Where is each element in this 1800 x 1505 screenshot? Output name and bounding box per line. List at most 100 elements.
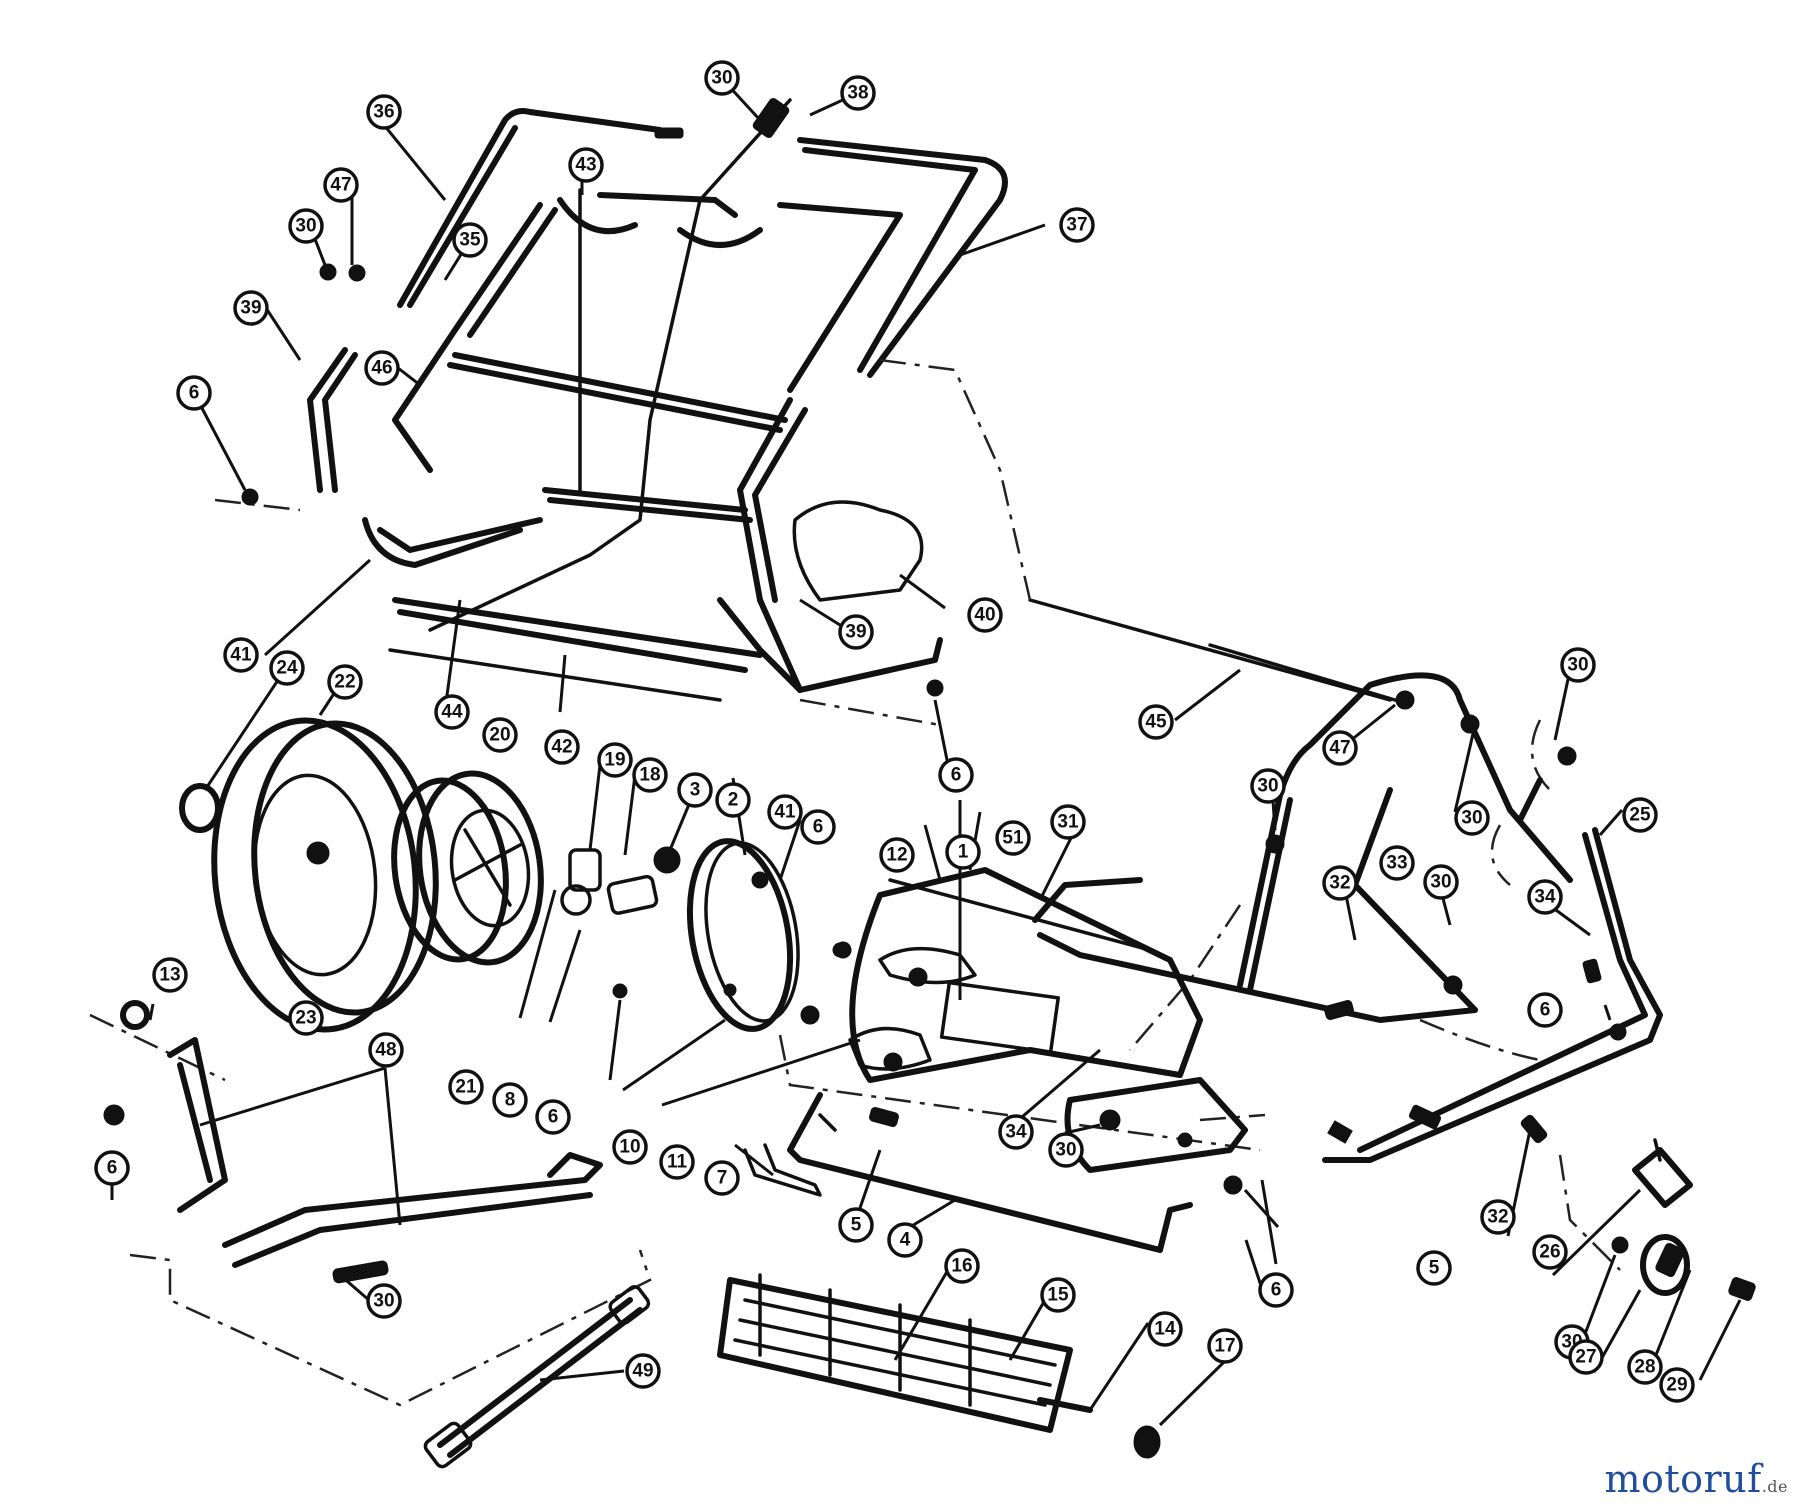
callout-label: 19 bbox=[604, 750, 625, 771]
callout-label: 30 bbox=[295, 216, 316, 237]
callout-24: 24 bbox=[269, 650, 305, 686]
assembly-guide-lines bbox=[89, 358, 1621, 1407]
callout-5: 5 bbox=[838, 1207, 874, 1243]
callout-30: 30 bbox=[1250, 768, 1286, 804]
callout-37: 37 bbox=[1059, 207, 1095, 243]
callout-22: 22 bbox=[327, 664, 363, 700]
callout-label: 27 bbox=[1575, 1347, 1596, 1368]
callout-6: 6 bbox=[938, 757, 974, 793]
leader-lines bbox=[110, 81, 1742, 1427]
callout-label: 26 bbox=[1539, 1242, 1560, 1263]
callout-17: 17 bbox=[1207, 1328, 1243, 1364]
callout-label: 32 bbox=[1329, 873, 1350, 894]
callout-label: 34 bbox=[1005, 1122, 1027, 1143]
rear-wheel bbox=[179, 717, 439, 1033]
watermark-tld: .de bbox=[1761, 1477, 1788, 1496]
callout-47: 47 bbox=[1322, 730, 1358, 766]
callout-47: 47 bbox=[323, 167, 359, 203]
callout-label: 6 bbox=[107, 1158, 118, 1179]
callout-label: 6 bbox=[1271, 1280, 1282, 1301]
callout-51: 51 bbox=[995, 820, 1031, 856]
callout-label: 38 bbox=[847, 83, 868, 104]
callout-label: 5 bbox=[1429, 1258, 1440, 1279]
callout-6: 6 bbox=[800, 809, 836, 845]
callout-label: 30 bbox=[1430, 872, 1451, 893]
callout-4: 4 bbox=[887, 1222, 923, 1258]
callout-label: 13 bbox=[159, 965, 180, 986]
callout-label: 20 bbox=[489, 725, 510, 746]
callout-32: 32 bbox=[1480, 1199, 1516, 1235]
callout-7: 7 bbox=[704, 1160, 740, 1196]
lever-arms bbox=[120, 1000, 603, 1284]
axle-rods bbox=[388, 597, 1397, 702]
handle-frame-assembly bbox=[307, 98, 1008, 693]
callout-label: 32 bbox=[1487, 1207, 1508, 1228]
callout-label: 23 bbox=[295, 1008, 316, 1029]
callout-2: 2 bbox=[715, 782, 751, 818]
callout-20: 20 bbox=[482, 717, 518, 753]
callout-27: 27 bbox=[1568, 1339, 1604, 1375]
callout-30: 30 bbox=[1454, 800, 1490, 836]
callout-label: 3 bbox=[690, 780, 701, 801]
callout-25: 25 bbox=[1622, 797, 1658, 833]
callout-label: 30 bbox=[1055, 1140, 1076, 1161]
callout-label: 43 bbox=[575, 155, 596, 176]
callout-5: 5 bbox=[1416, 1250, 1452, 1286]
callout-label: 25 bbox=[1629, 805, 1651, 826]
callout-46: 46 bbox=[364, 350, 400, 386]
callout-45: 45 bbox=[1138, 704, 1174, 740]
callout-label: 22 bbox=[334, 672, 355, 693]
callout-label: 4 bbox=[900, 1230, 911, 1251]
callout-label: 21 bbox=[455, 1077, 477, 1098]
callout-label: 39 bbox=[240, 298, 261, 319]
callout-label: 48 bbox=[375, 1040, 396, 1061]
callout-label: 17 bbox=[1214, 1336, 1235, 1357]
callout-label: 49 bbox=[632, 1361, 653, 1382]
callout-label: 6 bbox=[1540, 1000, 1551, 1021]
callout-39: 39 bbox=[233, 290, 269, 326]
watermark-brand: motoruf bbox=[1604, 1457, 1762, 1501]
callout-label: 47 bbox=[1329, 738, 1350, 759]
callout-19: 19 bbox=[597, 742, 633, 778]
callout-12: 12 bbox=[879, 837, 915, 873]
callout-34: 34 bbox=[1527, 879, 1563, 915]
callout-6: 6 bbox=[176, 375, 212, 411]
callout-1: 1 bbox=[945, 834, 981, 870]
callout-32: 32 bbox=[1322, 865, 1358, 901]
callout-28: 28 bbox=[1627, 1349, 1663, 1385]
callout-3: 3 bbox=[677, 772, 713, 808]
adjuster-parts bbox=[1632, 1138, 1756, 1301]
callout-label: 46 bbox=[371, 358, 392, 379]
callout-30: 30 bbox=[1423, 864, 1459, 900]
site-watermark: motoruf.de bbox=[1604, 1457, 1788, 1501]
callout-label: 45 bbox=[1145, 712, 1167, 733]
callout-label: 16 bbox=[951, 1256, 972, 1277]
callout-label: 6 bbox=[951, 765, 962, 786]
callout-41: 41 bbox=[767, 794, 803, 830]
callout-label: 30 bbox=[1257, 776, 1278, 797]
gear-parts bbox=[560, 846, 681, 999]
callout-label: 2 bbox=[728, 790, 739, 811]
callout-43: 43 bbox=[568, 147, 604, 183]
callout-label: 28 bbox=[1634, 1357, 1655, 1378]
callout-21: 21 bbox=[448, 1069, 484, 1105]
callout-30: 30 bbox=[366, 1283, 402, 1319]
callout-label: 36 bbox=[373, 102, 394, 123]
callout-label: 30 bbox=[1567, 655, 1588, 676]
callout-label: 35 bbox=[459, 230, 481, 251]
hardware-nuts bbox=[103, 263, 1629, 1254]
small-clip bbox=[743, 1143, 822, 1197]
callout-38: 38 bbox=[840, 75, 876, 111]
right-handle bbox=[1032, 672, 1663, 1163]
connecting-rod bbox=[423, 1285, 651, 1469]
callout-30: 30 bbox=[704, 60, 740, 96]
callout-label: 7 bbox=[717, 1168, 728, 1189]
callout-10: 10 bbox=[612, 1129, 648, 1165]
callout-23: 23 bbox=[288, 1000, 324, 1036]
callout-label: 1 bbox=[958, 842, 969, 863]
callout-40: 40 bbox=[967, 597, 1003, 633]
callout-label: 6 bbox=[548, 1107, 559, 1128]
callout-39: 39 bbox=[838, 614, 874, 650]
callout-label: 24 bbox=[276, 658, 298, 679]
